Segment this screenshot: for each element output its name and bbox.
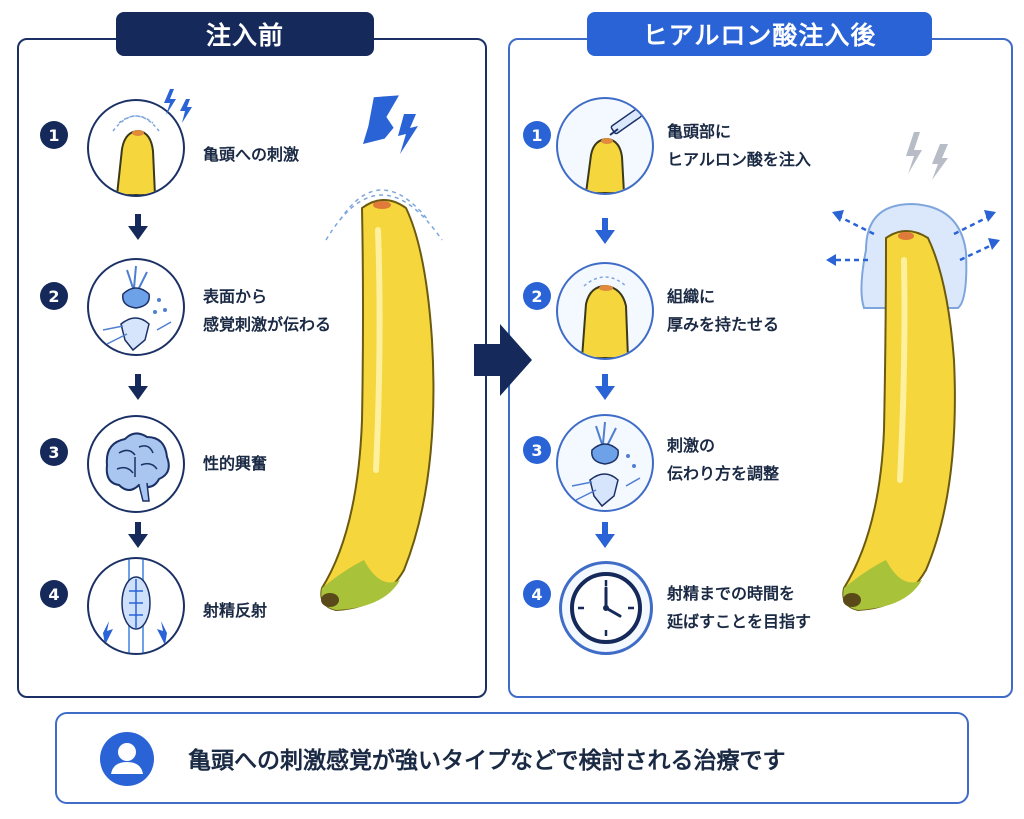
after-step-4-number: 4	[523, 580, 551, 608]
thickened-glans-icon	[580, 276, 630, 358]
nerve-synapse-icon	[571, 421, 641, 508]
after-step-4-text: 射精までの時間を延ばすことを目指す	[667, 584, 812, 631]
footer-note: 亀頭への刺激感覚が強いタイプなどで検討される治療です	[55, 712, 969, 804]
after-step-1-number: 1	[523, 121, 551, 149]
arrow-down-icon	[126, 214, 150, 240]
after-step-2-text: 組織に厚みを持たせる	[667, 287, 780, 334]
spinal-reflex-icon	[103, 559, 167, 653]
before-step-1-number: 1	[40, 121, 68, 149]
after-step-2-number: 2	[523, 282, 551, 310]
before-step-2-image	[87, 258, 185, 356]
after-step-3-text: 刺激の伝わり方を調整	[667, 436, 780, 483]
after-step-2-image	[556, 262, 654, 360]
after-step-3-image	[556, 414, 654, 512]
arrow-down-icon	[593, 374, 617, 400]
arrow-down-icon	[126, 374, 150, 400]
arrow-down-icon	[126, 522, 150, 548]
before-step-1-text: 亀頭への刺激	[203, 145, 300, 164]
before-step-2-number: 2	[40, 282, 68, 310]
before-title: 注入前	[116, 12, 374, 56]
after-step-4-image	[559, 561, 653, 655]
glans-icon	[112, 115, 160, 195]
clock-icon	[570, 572, 642, 644]
banana-before-illustration	[320, 95, 443, 612]
after-step-3-number: 3	[523, 436, 551, 464]
before-step-4-number: 4	[40, 580, 68, 608]
after-title: ヒアルロン酸注入後	[587, 12, 932, 56]
before-step-4-text: 射精反射	[203, 601, 268, 620]
before-step-1-image	[87, 99, 185, 197]
before-step-4-image	[87, 557, 185, 655]
banana-after-illustration	[826, 132, 1000, 612]
before-step-3-image	[87, 415, 185, 513]
user-icon	[100, 732, 154, 786]
before-step-3-text: 性的興奮	[203, 454, 268, 473]
lightning-icon	[164, 89, 192, 123]
arrow-right-icon	[474, 324, 532, 396]
nerve-synapse-icon	[102, 265, 172, 352]
arrow-down-icon	[593, 218, 617, 244]
after-step-1-image	[556, 97, 654, 195]
footer-text: 亀頭への刺激感覚が強いタイプなどで検討される治療です	[188, 748, 786, 774]
before-step-3-number: 3	[40, 438, 68, 466]
arrow-down-icon	[593, 522, 617, 548]
before-step-2-text: 表面から感覚刺激が伝わる	[203, 287, 332, 334]
after-step-1-text: 亀頭部にヒアルロン酸を注入	[667, 122, 811, 169]
brain-icon	[105, 432, 170, 502]
